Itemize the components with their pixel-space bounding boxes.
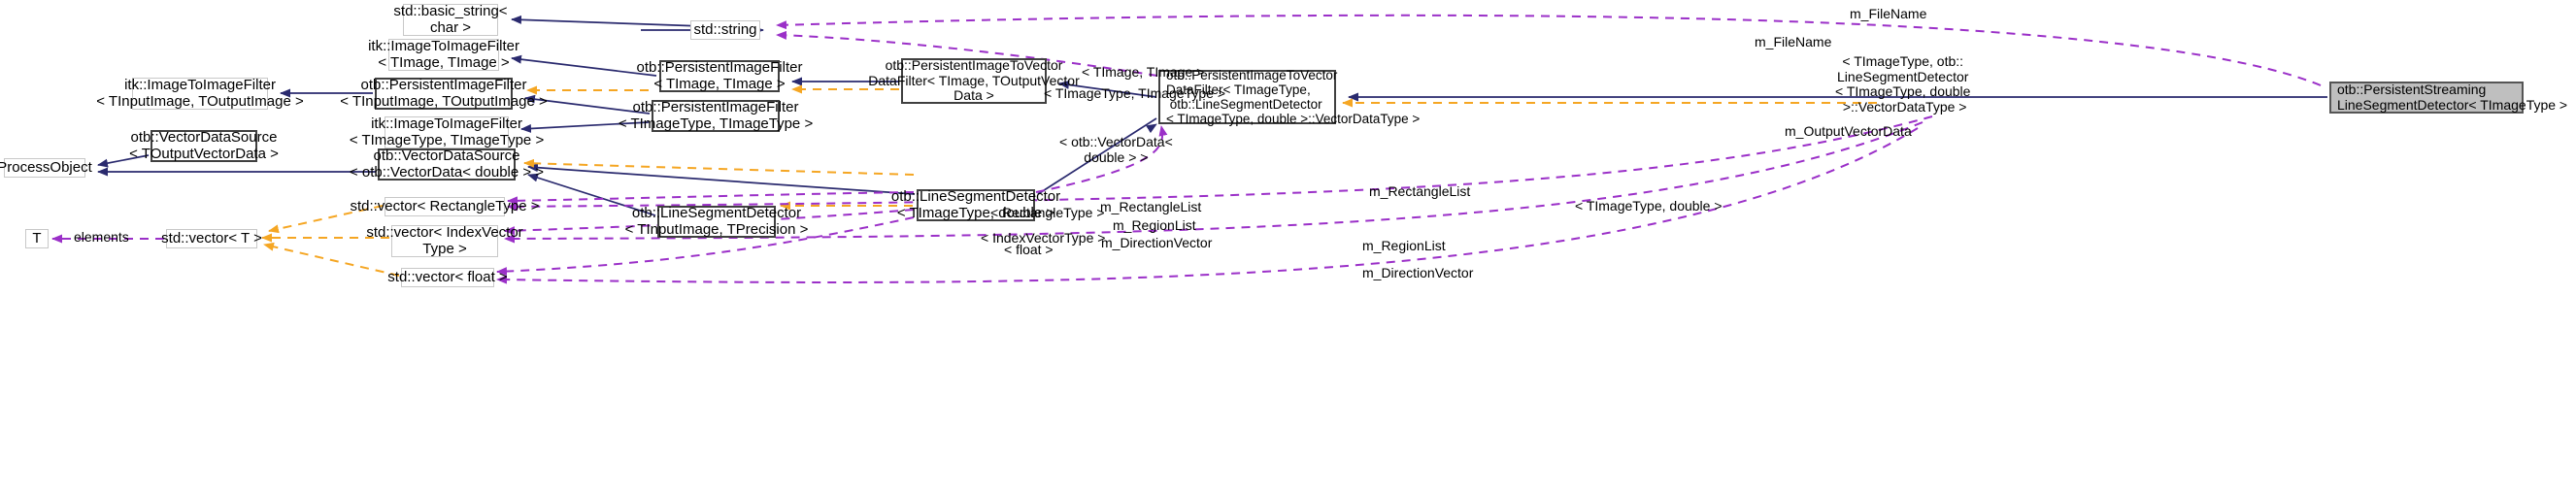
node-otb-persistentimagefilter-tinput[interactable]: otb::PersistentImageFilter < TInputImage…	[340, 76, 548, 110]
node-std-string[interactable]: std::string	[690, 20, 760, 40]
edge-label-m-filename-top: m_FileName	[1850, 6, 1927, 21]
node-otb-persistentimagefilter-timage[interactable]: otb::PersistentImageFilter < TImage, TIm…	[636, 58, 803, 92]
node-std-vector-rectangletype[interactable]: std::vector< RectangleType >	[350, 197, 540, 216]
node-itk-imagetoimagefilter-tinput[interactable]: itk::ImageToImageFilter < TInputImage, T…	[96, 76, 304, 110]
node-itk-imagetoimagefilter-timagetype[interactable]: itk::ImageToImageFilter < TImageType, TI…	[349, 115, 545, 148]
edge-label-m-filename-mid: m_FileName	[1755, 34, 1832, 49]
node-otb-vectordatasource-toutputvectordata[interactable]: otb::VectorDataSource < TOutputVectorDat…	[129, 128, 279, 162]
node-std-vector-t[interactable]: std::vector< T >	[161, 229, 262, 248]
edge-label-m-regionlist-right: m_RegionList	[1362, 238, 1446, 253]
node-std-vector-float[interactable]: std::vector< float >	[387, 268, 508, 287]
node-itk-imagetoimagefilter-timage[interactable]: itk::ImageToImageFilter < TImage, TImage…	[368, 37, 519, 71]
edge-label-vectordata-double: < otb::VectorData< double > >	[1059, 134, 1173, 165]
edge-label-elements: elements	[74, 229, 129, 245]
node-processobject[interactable]: ProcessObject	[0, 158, 92, 178]
edge-label-indexvectortype: < IndexVectorType >	[981, 230, 1106, 246]
node-std-basic-string[interactable]: std::basic_string< char >	[393, 2, 508, 36]
edge-label-vectordatatype: < TImageType, otb:: LineSegmentDetector …	[1835, 53, 1971, 115]
edge-label-timagetype-timagetype: < TImageType, TImageType >	[1044, 85, 1226, 101]
edge-label-m-outputvectordata: m_OutputVectorData	[1785, 123, 1912, 139]
edge-label-timagetype-double: < TImageType, double >	[1575, 198, 1723, 214]
node-std-vector-indexvectortype[interactable]: std::vector< IndexVector Type >	[366, 223, 523, 257]
edge-label-rectangletype: < RectangleType >	[990, 205, 1105, 220]
node-otb-persistentimagefilter-timagetype[interactable]: otb::PersistentImageFilter < TImageType,…	[618, 98, 814, 132]
node-otb-persistentimagetovectordatafilter-lsd[interactable]: otb::PersistentImageToVector DataFilter<…	[1158, 68, 1420, 126]
node-otb-linesegmentdetector-timagetype[interactable]: otb::LineSegmentDetector < TImageType, d…	[890, 187, 1061, 221]
node-otb-persistentstreaminglinesegmentdetector[interactable]: otb::PersistentStreaming LineSegmentDete…	[2329, 82, 2567, 114]
node-otb-vectordatasource-double[interactable]: otb::VectorDataSource < otb::VectorData<…	[349, 147, 545, 181]
node-otb-persistentimagetovectordatafilter-timage[interactable]: otb::PersistentImageToVector DataFilter<…	[868, 57, 1080, 104]
edge-label-m-directionvector-mid: m_DirectionVector	[1101, 235, 1213, 250]
edge-label-timage-timage: < TImage, TImage >	[1082, 64, 1205, 80]
edge-label-m-rectanglelist-mid: m_RectangleList	[1100, 199, 1202, 214]
node-template-parameter-t[interactable]: T	[25, 229, 49, 248]
edge-label-m-directionvector-bot: m_DirectionVector	[1362, 265, 1474, 280]
edge-label-float: < float >	[1004, 242, 1054, 257]
node-otb-linesegmentdetector-tinput[interactable]: otb::LineSegmentDetector < TInputImage, …	[624, 204, 809, 238]
edge-label-m-rectanglelist-right: m_RectangleList	[1369, 183, 1471, 199]
edge-label-m-regionlist-mid: m_RegionList	[1113, 217, 1196, 233]
